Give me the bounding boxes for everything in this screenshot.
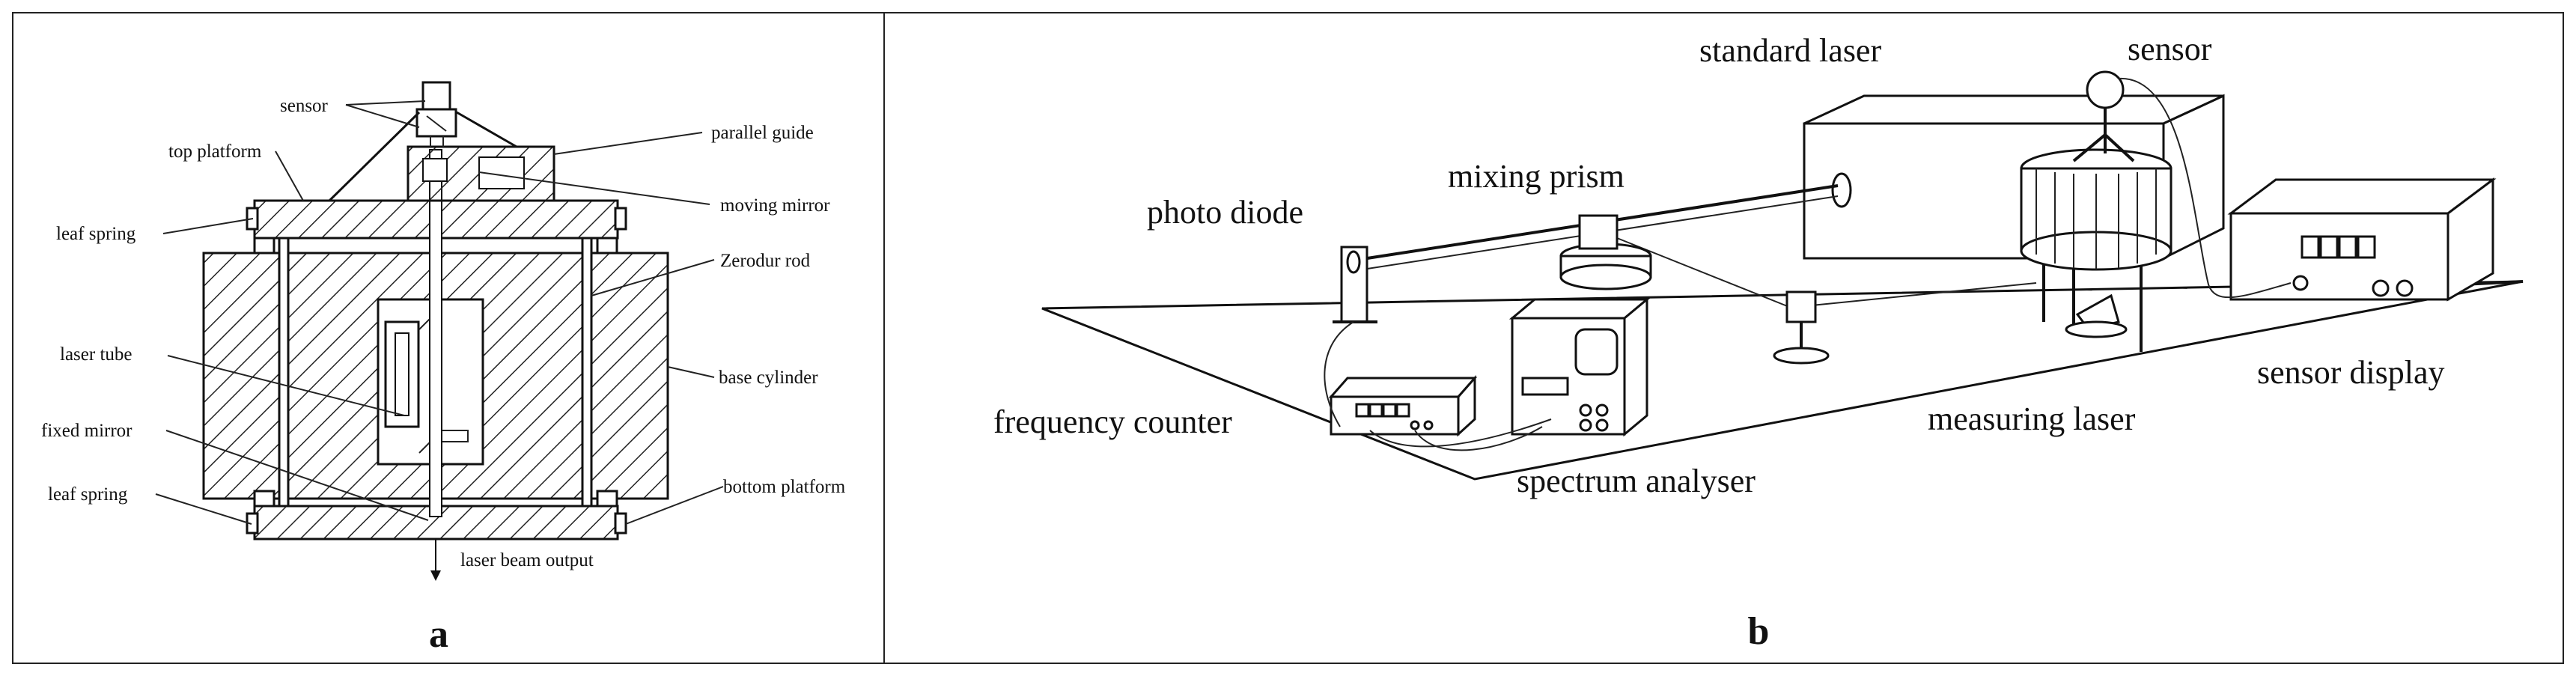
label-leaf-spring-bottom: leaf spring xyxy=(48,484,128,505)
zerodur-rod-left xyxy=(278,237,290,508)
panel-divider xyxy=(883,12,885,664)
table-surface xyxy=(1041,280,2524,481)
label-standard-laser: standard laser xyxy=(1699,32,1881,69)
label-leaf-spring-top: leaf spring xyxy=(56,224,136,244)
label-measuring-laser: measuring laser xyxy=(1928,401,2136,437)
panel-a-diagram: sensor top platform parallel guide movin… xyxy=(41,81,846,656)
panel-letter-a: a xyxy=(429,613,448,656)
label-photo-diode: photo diode xyxy=(1147,194,1303,231)
label-mixing-prism: mixing prism xyxy=(1448,158,1625,195)
panel-b-diagram: standard laser sensor mixing prism photo… xyxy=(993,31,2524,653)
label-moving-mirror: moving mirror xyxy=(720,195,830,216)
sensor-display-shape xyxy=(2227,177,2497,302)
panel-letter-b: b xyxy=(1748,610,1770,653)
label-sensor-b: sensor xyxy=(2128,31,2212,67)
label-fixed-mirror: fixed mirror xyxy=(41,421,133,441)
label-spectrum-analyser: spectrum analyser xyxy=(1517,463,1756,499)
sensor-shape-b xyxy=(2072,70,2135,162)
label-laser-beam-output: laser beam output xyxy=(460,550,594,570)
label-sensor-display: sensor display xyxy=(2257,354,2445,391)
label-laser-tube: laser tube xyxy=(60,344,132,365)
label-bottom-platform: bottom platform xyxy=(723,477,846,497)
label-zerodur-rod: Zerodur rod xyxy=(720,251,811,271)
label-base-cylinder: base cylinder xyxy=(719,368,818,388)
label-frequency-counter: frequency counter xyxy=(993,404,1232,440)
label-sensor-a: sensor xyxy=(280,96,329,116)
label-parallel-guide: parallel guide xyxy=(711,123,814,143)
frequency-counter-shape xyxy=(1328,375,1478,437)
figure-frame xyxy=(12,12,2564,664)
spectrum-analyser-shape xyxy=(1508,296,1651,437)
sensor-shape xyxy=(415,81,457,147)
photo-diode-shape xyxy=(1333,246,1377,323)
mixing-prism-shape xyxy=(1559,214,1652,290)
measuring-laser-shape xyxy=(2020,148,2172,352)
label-top-platform: top platform xyxy=(168,141,262,162)
zerodur-rod-right xyxy=(581,237,593,508)
mirror-stand-shape xyxy=(1773,290,1830,365)
